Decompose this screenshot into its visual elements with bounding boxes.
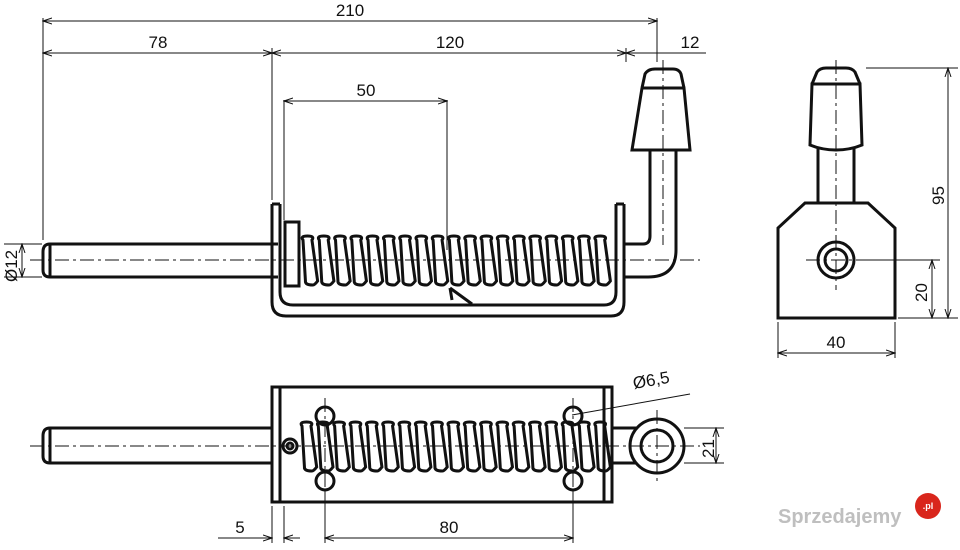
handle-rod: [624, 150, 678, 279]
spring-coil: [495, 420, 515, 473]
mount-hole-bottom-right: [562, 470, 584, 492]
pin-shaft: [41, 242, 278, 279]
spring-coil: [495, 234, 515, 287]
watermark-logo: Sprzedajemy .pl: [778, 493, 941, 528]
spring-washer: [283, 220, 301, 288]
bracket: [270, 204, 626, 318]
spring-coil: [528, 420, 547, 473]
spring-coil: [544, 234, 564, 287]
dim-pin-diameter: Ø12: [2, 250, 21, 282]
dim-handle-offset: 78: [149, 33, 168, 52]
spring-coil: [463, 234, 482, 287]
watermark-badge: .pl: [923, 501, 934, 511]
dim-stroke: 50: [357, 81, 376, 100]
spring-coil: [544, 420, 563, 473]
dim-edge-offset: 5: [235, 518, 244, 537]
spring-coil: [577, 234, 596, 287]
spring-coil: [365, 234, 385, 287]
spring-coil: [560, 234, 580, 287]
spring: [300, 234, 612, 287]
spring-coil: [349, 234, 368, 287]
spring-coil: [430, 234, 450, 287]
side-dimensions: 95 20 40: [778, 68, 958, 358]
spring-coil: [332, 420, 351, 473]
spring-coil: [398, 234, 417, 287]
spring-coil: [348, 420, 368, 473]
side-view: [776, 60, 897, 320]
dim-hole-spacing: 80: [440, 518, 459, 537]
spring-coil: [430, 420, 449, 473]
spring-coil: [479, 234, 499, 287]
dim-overall-length: 210: [336, 1, 364, 20]
spring-coil: [593, 420, 612, 473]
mount-hole-bottom-left: [314, 470, 336, 492]
spring-coil: [333, 234, 352, 287]
watermark-text: Sprzedajemy: [778, 506, 902, 528]
dim-handle-width: 12: [681, 33, 700, 52]
spring-coil: [300, 234, 320, 287]
spring-coil: [593, 234, 612, 287]
top-view: [30, 385, 700, 504]
spring-coil: [316, 234, 336, 287]
spring-coil: [414, 234, 434, 287]
dim-bracket-width: 21: [699, 439, 718, 458]
spring-coil: [447, 234, 466, 287]
spring-coil: [479, 420, 498, 473]
spring-coil: [512, 234, 531, 287]
spring-coil: [511, 420, 531, 473]
side-bracket: [776, 201, 897, 320]
dim-hole-diameter: Ø6,5: [631, 368, 671, 393]
spring-coil: [381, 420, 400, 473]
spring-coil: [364, 420, 384, 473]
dim-height: 95: [929, 186, 948, 205]
spring-coil: [413, 420, 433, 473]
dim-body-length: 120: [436, 33, 464, 52]
watermark-badge-icon: [915, 493, 941, 519]
base-plate: [270, 385, 614, 504]
front-dimensions: 210 78 120 12 50 Ø12: [2, 1, 706, 282]
stop-mark: [448, 286, 473, 306]
spring-coil: [462, 420, 482, 473]
spring-coil: [381, 234, 401, 287]
spring-coil: [560, 420, 580, 473]
spring-coil: [446, 420, 466, 473]
handle-grip: [630, 67, 692, 152]
front-view: [30, 60, 700, 318]
dim-base-width: 40: [827, 333, 846, 352]
top-dimensions: Ø6,5 21 5 80: [218, 368, 724, 543]
dim-axis-height: 20: [912, 283, 931, 302]
spring-coil: [528, 234, 547, 287]
spring-coil: [299, 420, 319, 473]
spring-coil: [397, 420, 417, 473]
